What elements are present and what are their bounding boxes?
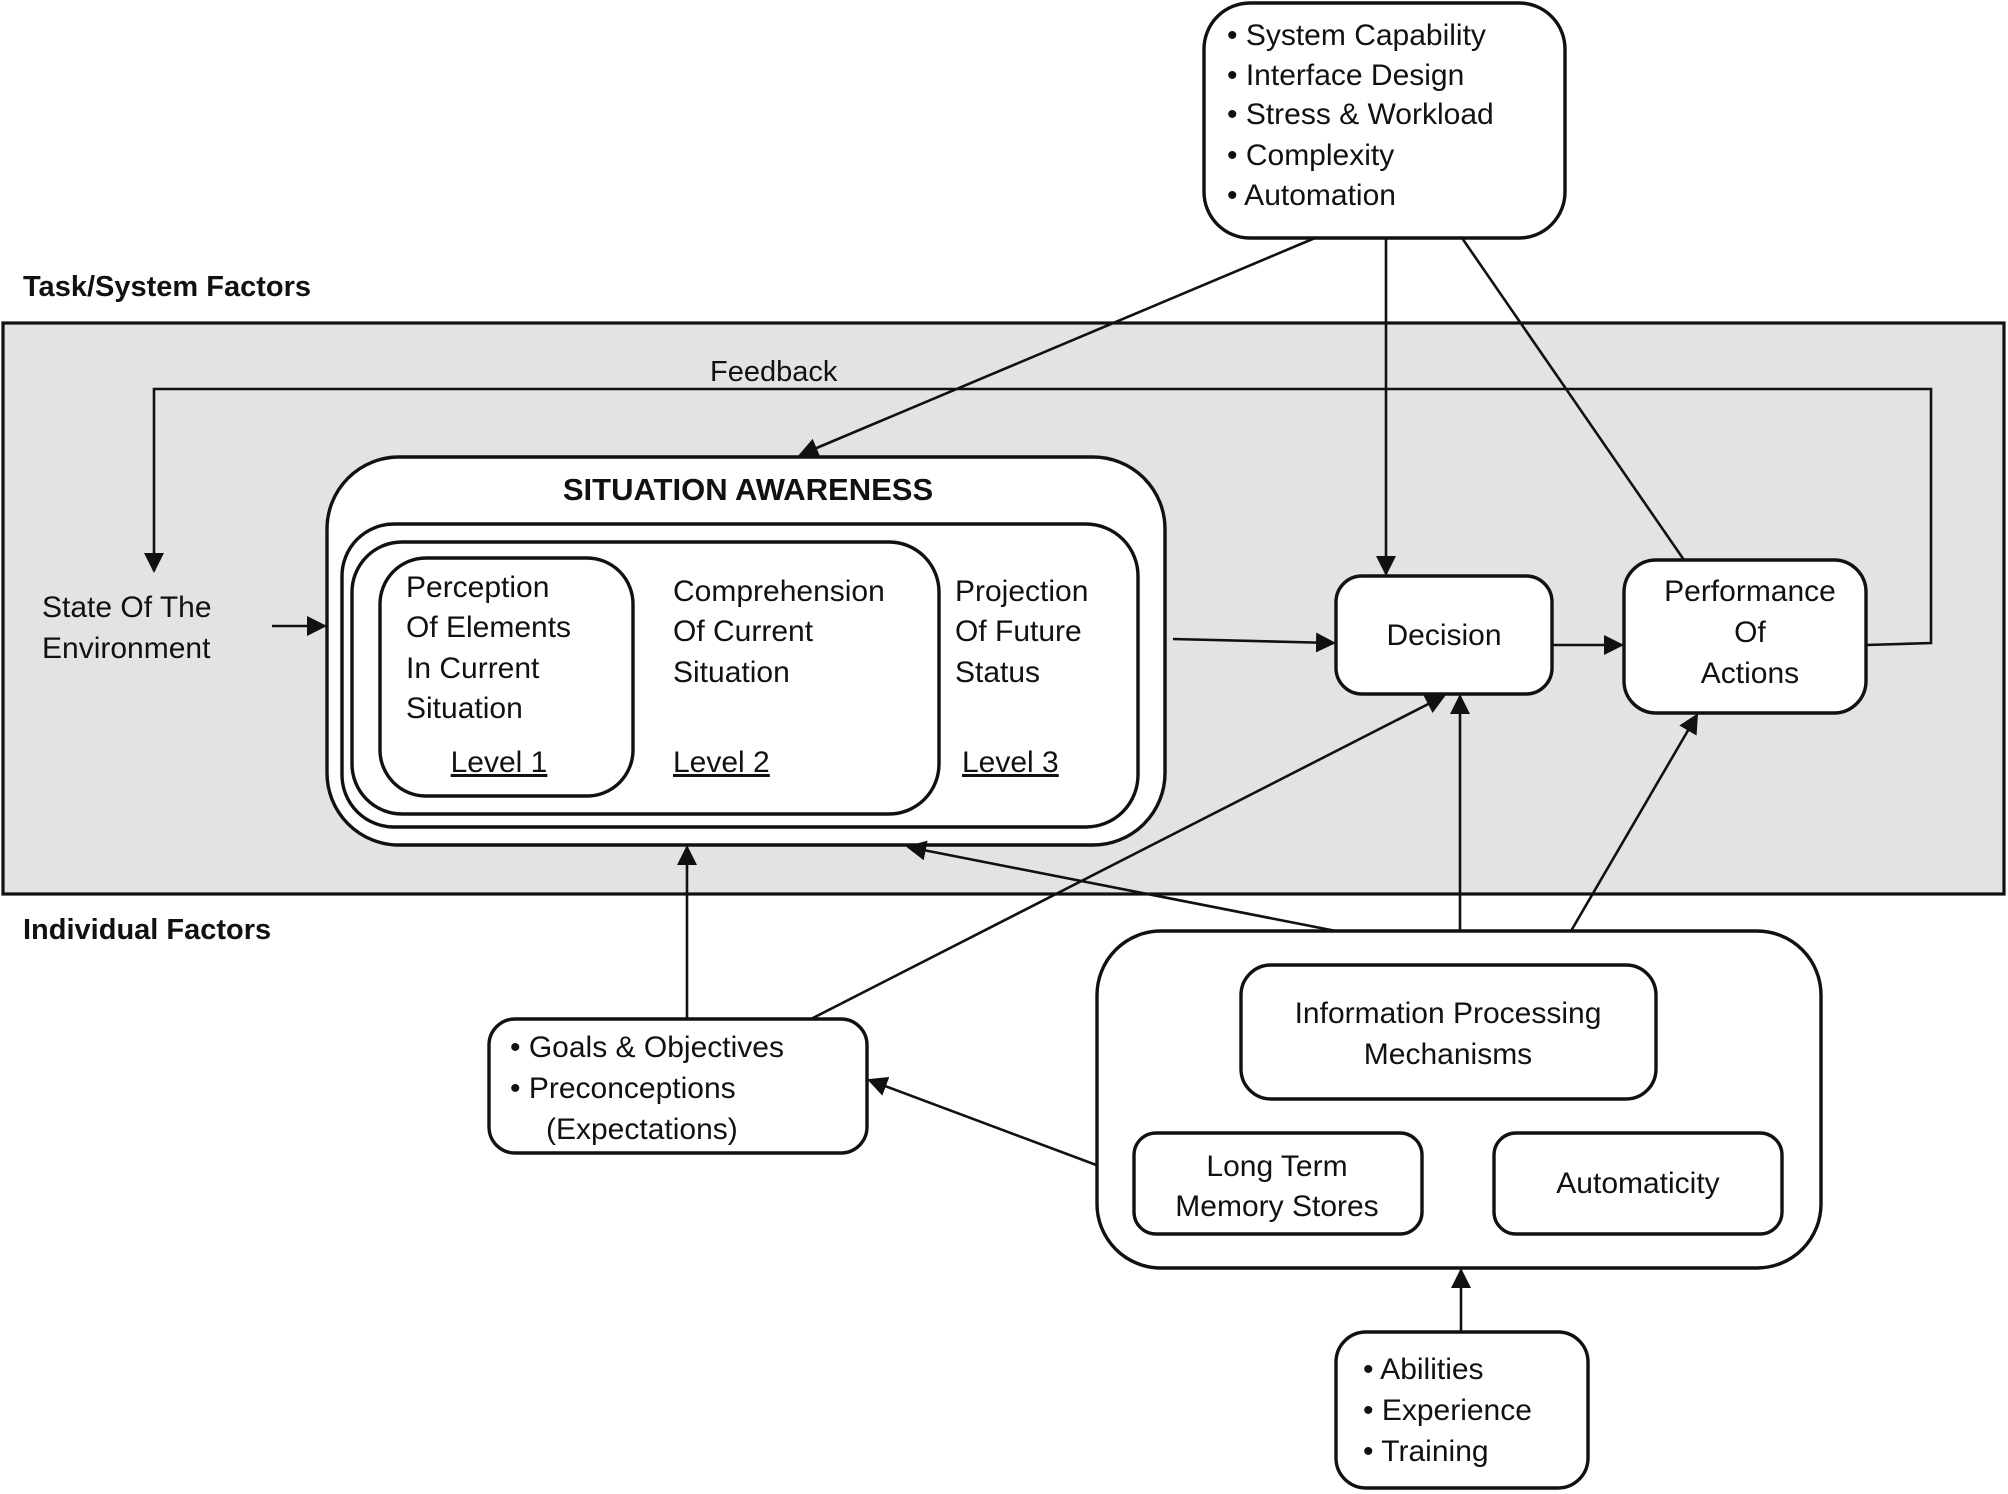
individual-to-goals-arrow	[867, 1076, 1100, 1168]
individual-factors-label: Individual Factors	[23, 914, 271, 946]
task-factors-box	[1202, 1, 1567, 240]
info-processing-line: Information Processing	[1295, 997, 1602, 1030]
goals-line: • Preconceptions	[510, 1072, 736, 1105]
level-1-line: Of Elements	[406, 611, 571, 644]
task-factor-item: • Automation	[1227, 179, 1396, 212]
level-2-text: Comprehension Of Current Situation Level…	[673, 575, 885, 779]
performance-line: Actions	[1701, 657, 1799, 690]
level-2-line: Of Current	[673, 615, 814, 648]
level-3-line: Status	[955, 656, 1040, 689]
level-1-text: Perception Of Elements In Current Situat…	[406, 571, 571, 779]
goals-line: (Expectations)	[546, 1113, 738, 1146]
level-1-box	[378, 556, 635, 798]
performance-line: Of	[1734, 616, 1766, 649]
level-1-line: In Current	[406, 652, 540, 685]
individual-to-sa-arrow	[906, 840, 1337, 933]
level-1-line: Situation	[406, 692, 523, 725]
environment-label-line: Environment	[42, 632, 211, 665]
abilities-box	[1334, 1330, 1590, 1490]
goals-line: • Goals & Objectives	[510, 1031, 784, 1064]
feedback-connector	[144, 387, 1933, 647]
task-to-performance-line	[1460, 237, 1686, 561]
task-system-factors-label: Task/System Factors	[23, 271, 311, 303]
long-term-memory-line: Memory Stores	[1175, 1190, 1378, 1223]
task-factor-item: • System Capability	[1227, 19, 1486, 52]
feedback-label: Feedback	[710, 356, 838, 388]
task-factor-item: • Interface Design	[1227, 59, 1464, 92]
long-term-memory-line: Long Term	[1206, 1150, 1347, 1183]
abilities-item: • Training	[1363, 1435, 1489, 1468]
level-2-label: Level 2	[673, 746, 770, 779]
info-processing-line: Mechanisms	[1364, 1038, 1532, 1071]
task-factors-list: • System Capability • Interface Design •…	[1227, 19, 1494, 212]
environment-label-line: State Of The	[42, 591, 212, 624]
decision-label: Decision	[1386, 619, 1501, 652]
situation-awareness-title: SITUATION AWARENESS	[563, 472, 933, 507]
info-processing-box	[1239, 963, 1658, 1101]
long-term-memory-box	[1132, 1131, 1424, 1236]
goals-to-decision-arrow	[810, 694, 1446, 1021]
level-2-line: Comprehension	[673, 575, 885, 608]
performance-line: Performance	[1664, 575, 1836, 608]
individual-to-performance-arrow	[1569, 713, 1699, 932]
level-3-line: Projection	[955, 575, 1088, 608]
abilities-item: • Experience	[1363, 1394, 1532, 1427]
task-factor-item: • Complexity	[1227, 139, 1394, 172]
level-3-text: Projection Of Future Status Level 3	[955, 575, 1088, 779]
decision-box	[1334, 574, 1554, 696]
level-3-label: Level 3	[962, 746, 1059, 779]
level-1-label: Level 1	[451, 746, 548, 779]
task-factor-item: • Stress & Workload	[1227, 98, 1494, 131]
level-2-line: Situation	[673, 656, 790, 689]
abilities-item: • Abilities	[1363, 1353, 1484, 1386]
level-1-line: Perception	[406, 571, 549, 604]
automaticity-box	[1492, 1131, 1784, 1236]
automaticity-label: Automaticity	[1556, 1167, 1719, 1200]
goals-box	[487, 1017, 869, 1155]
task-to-sa-arrow	[798, 236, 1316, 458]
performance-box	[1622, 558, 1868, 715]
level-3-line: Of Future	[955, 615, 1082, 648]
sa-to-decision-arrow	[1172, 632, 1336, 653]
